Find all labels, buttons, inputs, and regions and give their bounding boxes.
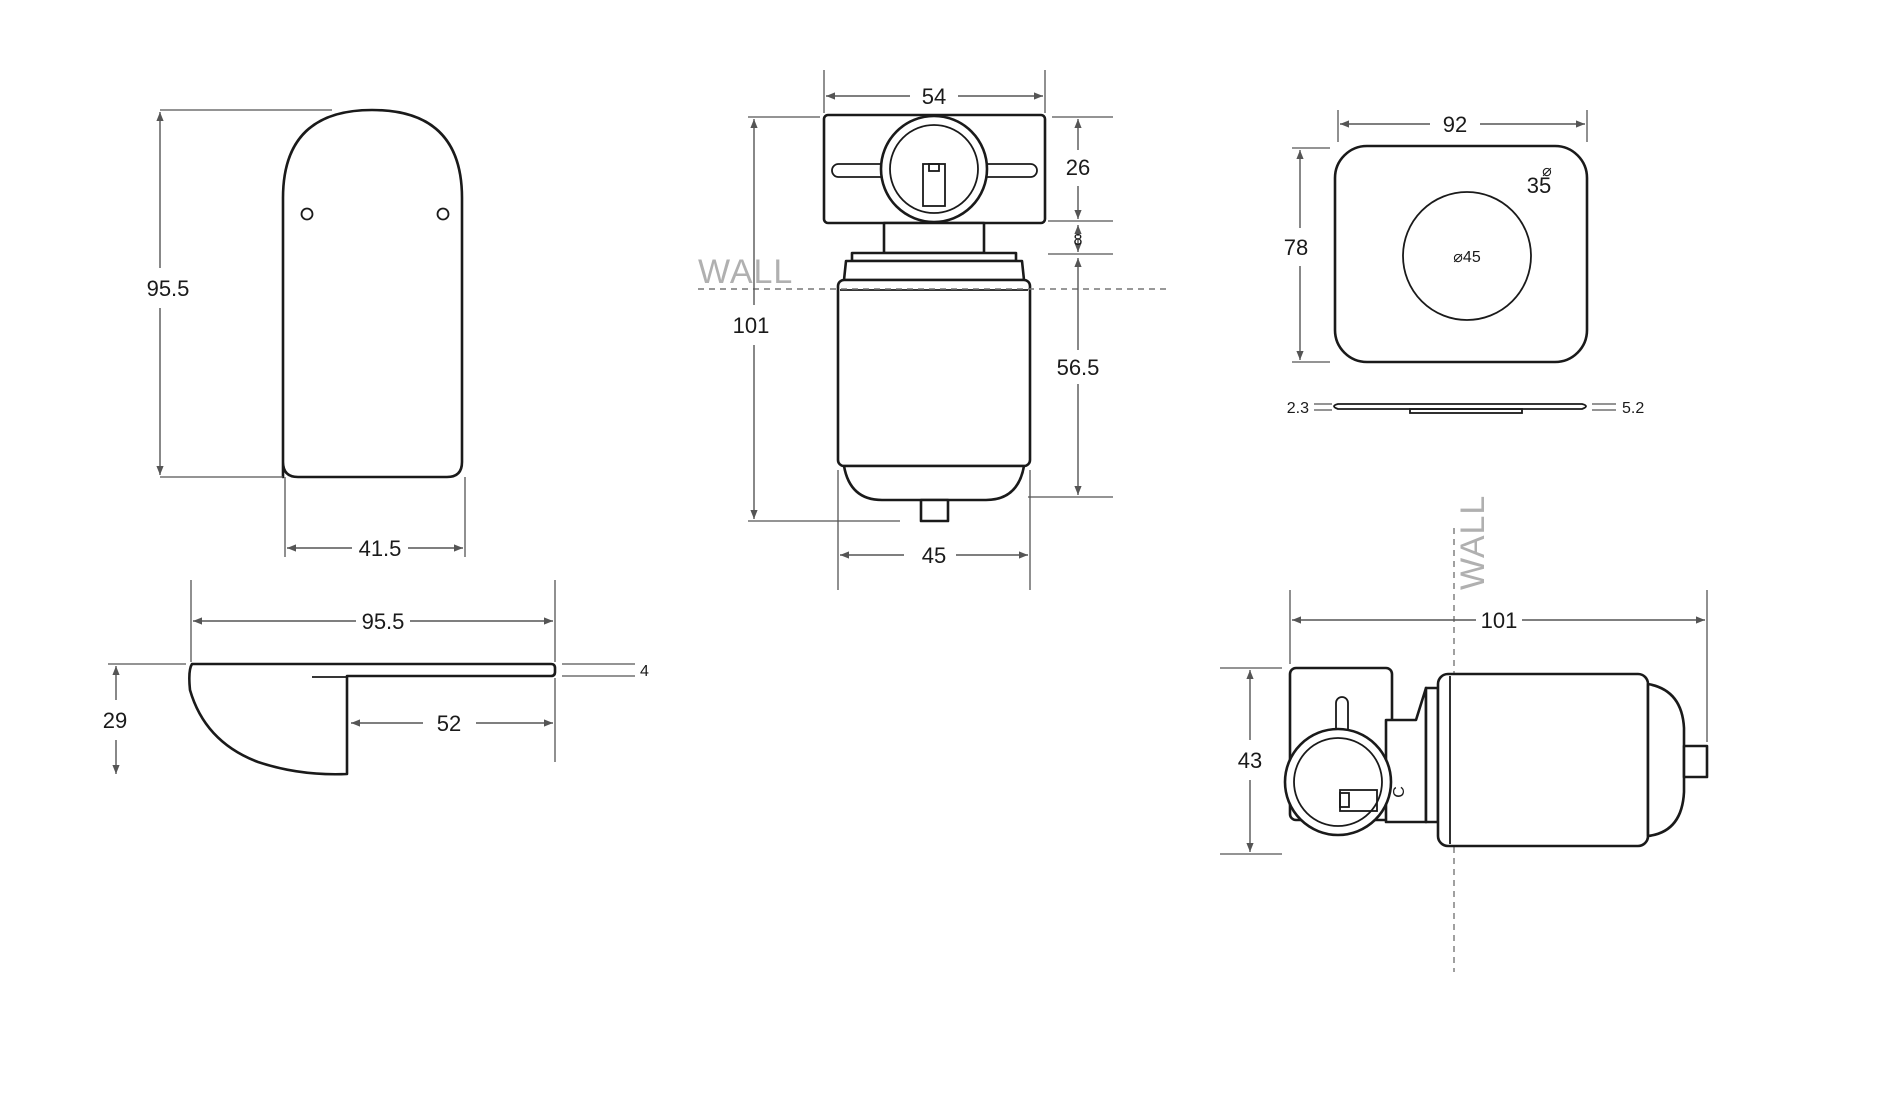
cover-plate-corner-symbol: ⌀: [1542, 163, 1552, 180]
spout-side-view: 95.5 29 52 4: [103, 580, 649, 776]
cover-plate-front: ⌀45 ⌀ 35 92 78: [1284, 110, 1589, 364]
valve-bottom-cap: [842, 464, 1026, 502]
plan-cartridge-outer: [1283, 727, 1393, 837]
plan-body: [1436, 672, 1650, 848]
spout-front-outline: [281, 108, 464, 479]
valve-body: [836, 278, 1032, 468]
dim-valve-body-height-label: 56.5: [1057, 355, 1100, 380]
dim-plan-length: 101: [1289, 590, 1708, 742]
dim-plate-thickness-left-label: 2.3: [1287, 400, 1309, 417]
valve-plan-view: WALL C 101 43: [1220, 495, 1709, 972]
dim-valve-width: 54: [823, 70, 1046, 113]
dim-front-height: 95.5: [147, 109, 332, 478]
cover-plate-hole-label: ⌀45: [1453, 249, 1481, 266]
valve-neck: [882, 221, 986, 255]
valve-cartridge-inner: [889, 124, 979, 214]
dim-valve-body-width: 45: [837, 470, 1031, 590]
dim-valve-top-label: 26: [1066, 155, 1090, 180]
dim-side-depth-label: 52: [437, 711, 461, 736]
dim-valve-gap: 8: [1074, 225, 1083, 252]
dim-valve-total-height: 101: [733, 116, 900, 522]
mounting-hole-right: [436, 207, 450, 221]
plan-end-cap: [1646, 682, 1686, 838]
dim-valve-width-label: 54: [922, 84, 946, 109]
dim-side-length-label: 95.5: [362, 609, 405, 634]
cover-plate-boss: [1409, 408, 1523, 414]
dim-side-thickness-label: 4: [640, 663, 649, 680]
dim-valve-top: 26: [1048, 116, 1113, 255]
dim-plan-length-label: 101: [1481, 608, 1518, 633]
valve-collar: [842, 259, 1026, 282]
cover-plate-profile: 2.3 5.2: [1287, 400, 1645, 417]
cover-plate-corner-label: 35: [1527, 173, 1551, 198]
dim-side-height: 29: [103, 663, 186, 774]
dim-plate-width-label: 92: [1443, 112, 1467, 137]
valve-outlet-pin: [919, 498, 950, 523]
dim-side-length: 95.5: [190, 580, 556, 662]
valve-elevation: WALL 54 101 26 8: [698, 70, 1170, 590]
cover-plate-hole: [1402, 191, 1532, 321]
plan-cartridge-inner: [1293, 737, 1383, 827]
cover-plate-outline: [1333, 144, 1589, 364]
dim-side-depth: 52: [351, 678, 556, 762]
dim-plan-height-label: 43: [1238, 748, 1262, 773]
cover-plate-edge-profile: [1333, 403, 1587, 410]
dim-valve-body-height: 56.5: [1028, 258, 1113, 498]
dim-valve-total-height-label: 101: [733, 313, 770, 338]
mounting-hole-left: [300, 207, 314, 221]
dim-plate-height-label: 78: [1284, 235, 1308, 260]
dim-plate-thickness-right-label: 5.2: [1622, 400, 1644, 417]
dim-plate-width: 92: [1337, 110, 1588, 142]
plan-marker-label: C: [1391, 786, 1408, 798]
plan-spindle-tip: [1339, 792, 1350, 808]
wall-label-top: WALL: [698, 253, 793, 291]
dim-side-height-label: 29: [103, 708, 127, 733]
dim-valve-body-width-label: 45: [922, 543, 946, 568]
dim-plan-height: 43: [1220, 667, 1282, 855]
wall-label-plan: WALL: [1454, 495, 1492, 590]
spout-front-view: 95.5 41.5: [147, 108, 466, 561]
valve-spindle-notch: [928, 163, 940, 172]
dim-valve-gap-label: 8: [1074, 232, 1083, 249]
dim-plate-height: 78: [1284, 147, 1330, 363]
dim-front-width-label: 41.5: [359, 536, 402, 561]
dim-side-thickness: 4: [562, 663, 649, 680]
plan-outlet-pin: [1682, 744, 1709, 779]
spout-side-outline: [188, 662, 557, 776]
dim-front-height-label: 95.5: [147, 276, 190, 301]
dim-front-width: 41.5: [284, 477, 466, 561]
plan-collar: [1424, 686, 1440, 824]
